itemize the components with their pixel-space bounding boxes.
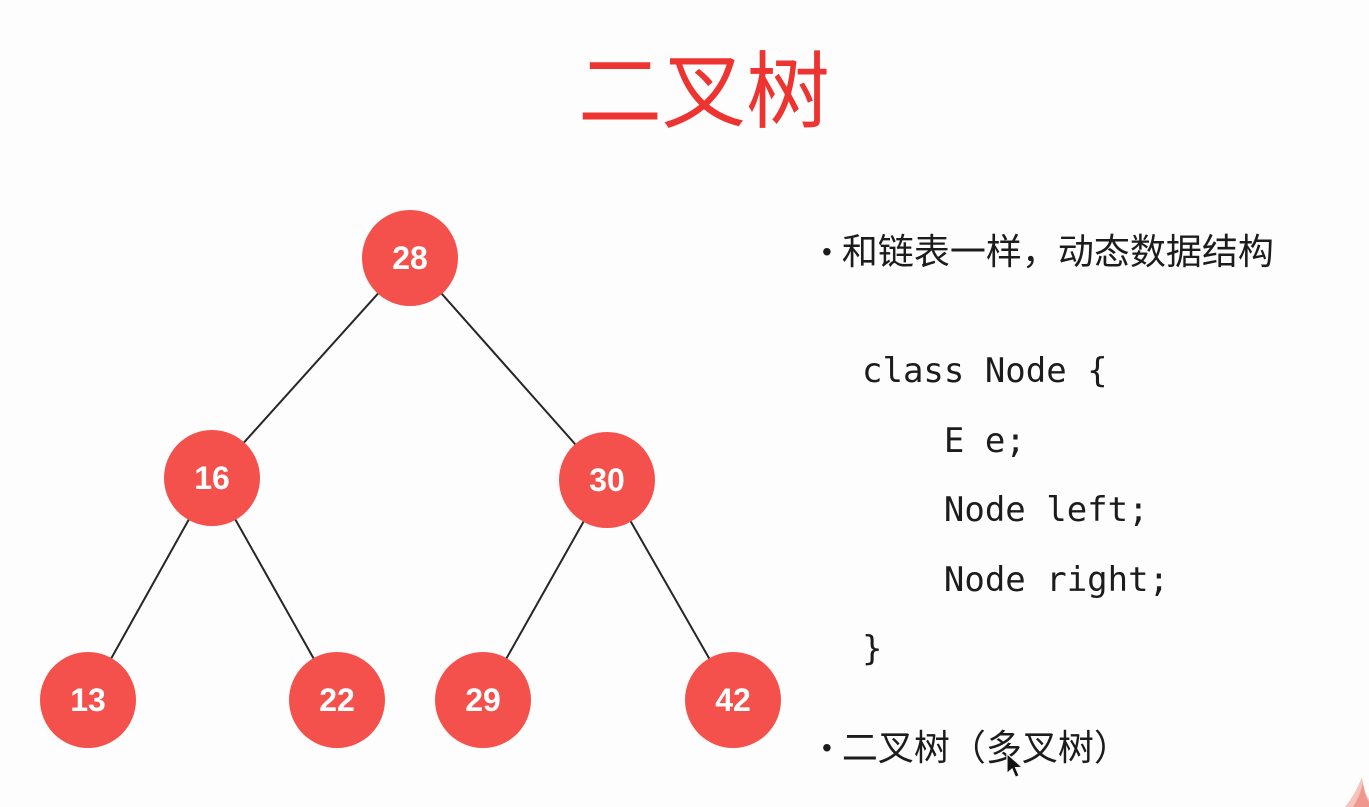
corner-red-decoration [1345, 777, 1369, 807]
tree-node-label: 13 [70, 682, 106, 718]
bullet-dot-icon: • [822, 236, 832, 267]
tree-node-circle [435, 652, 531, 748]
tree-node-label: 22 [319, 682, 355, 718]
bullet-text: 二叉树（多叉树） [841, 727, 1130, 768]
tree-node-30: 30 [559, 432, 655, 528]
tree-node-label: 42 [715, 682, 751, 718]
tree-edge [211, 257, 411, 479]
tree-edge [409, 257, 608, 481]
tree-node-label: 28 [392, 240, 428, 276]
bullet-dot-icon: • [822, 732, 832, 763]
tree-node-13: 13 [40, 652, 136, 748]
tree-node-16: 16 [164, 430, 260, 526]
tree-node-28: 28 [362, 210, 458, 306]
tree-node-22: 22 [289, 652, 385, 748]
tree-node-circle [164, 430, 260, 526]
tree-node-circle [559, 432, 655, 528]
tree-node-label: 30 [589, 462, 625, 498]
tree-node-label: 29 [465, 682, 501, 718]
bullet-dynamic-data-structure: • 和链表一样，动态数据结构 [822, 227, 1274, 277]
tree-node-circle [289, 652, 385, 748]
bullet-binary-multiway-tree: • 二叉树（多叉树） [822, 723, 1130, 773]
code-line: E e; [862, 420, 1026, 461]
tree-node-circle [685, 652, 781, 748]
code-line: class Node { [862, 351, 1108, 391]
tree-node-circle [40, 652, 136, 748]
tree-node-29: 29 [435, 652, 531, 748]
tree-node-circle [362, 210, 458, 306]
tree-node-42: 42 [685, 652, 781, 748]
tree-node-label: 16 [194, 460, 230, 496]
node-class-code-block: class Node { E e; Node left; Node right;… [862, 337, 1169, 685]
code-line: Node left; [862, 490, 1149, 530]
page-title: 二叉树 [578, 45, 831, 139]
bullet-text: 和链表一样，动态数据结构 [841, 231, 1274, 272]
code-line: Node right; [862, 559, 1170, 600]
code-line: } [862, 629, 883, 669]
